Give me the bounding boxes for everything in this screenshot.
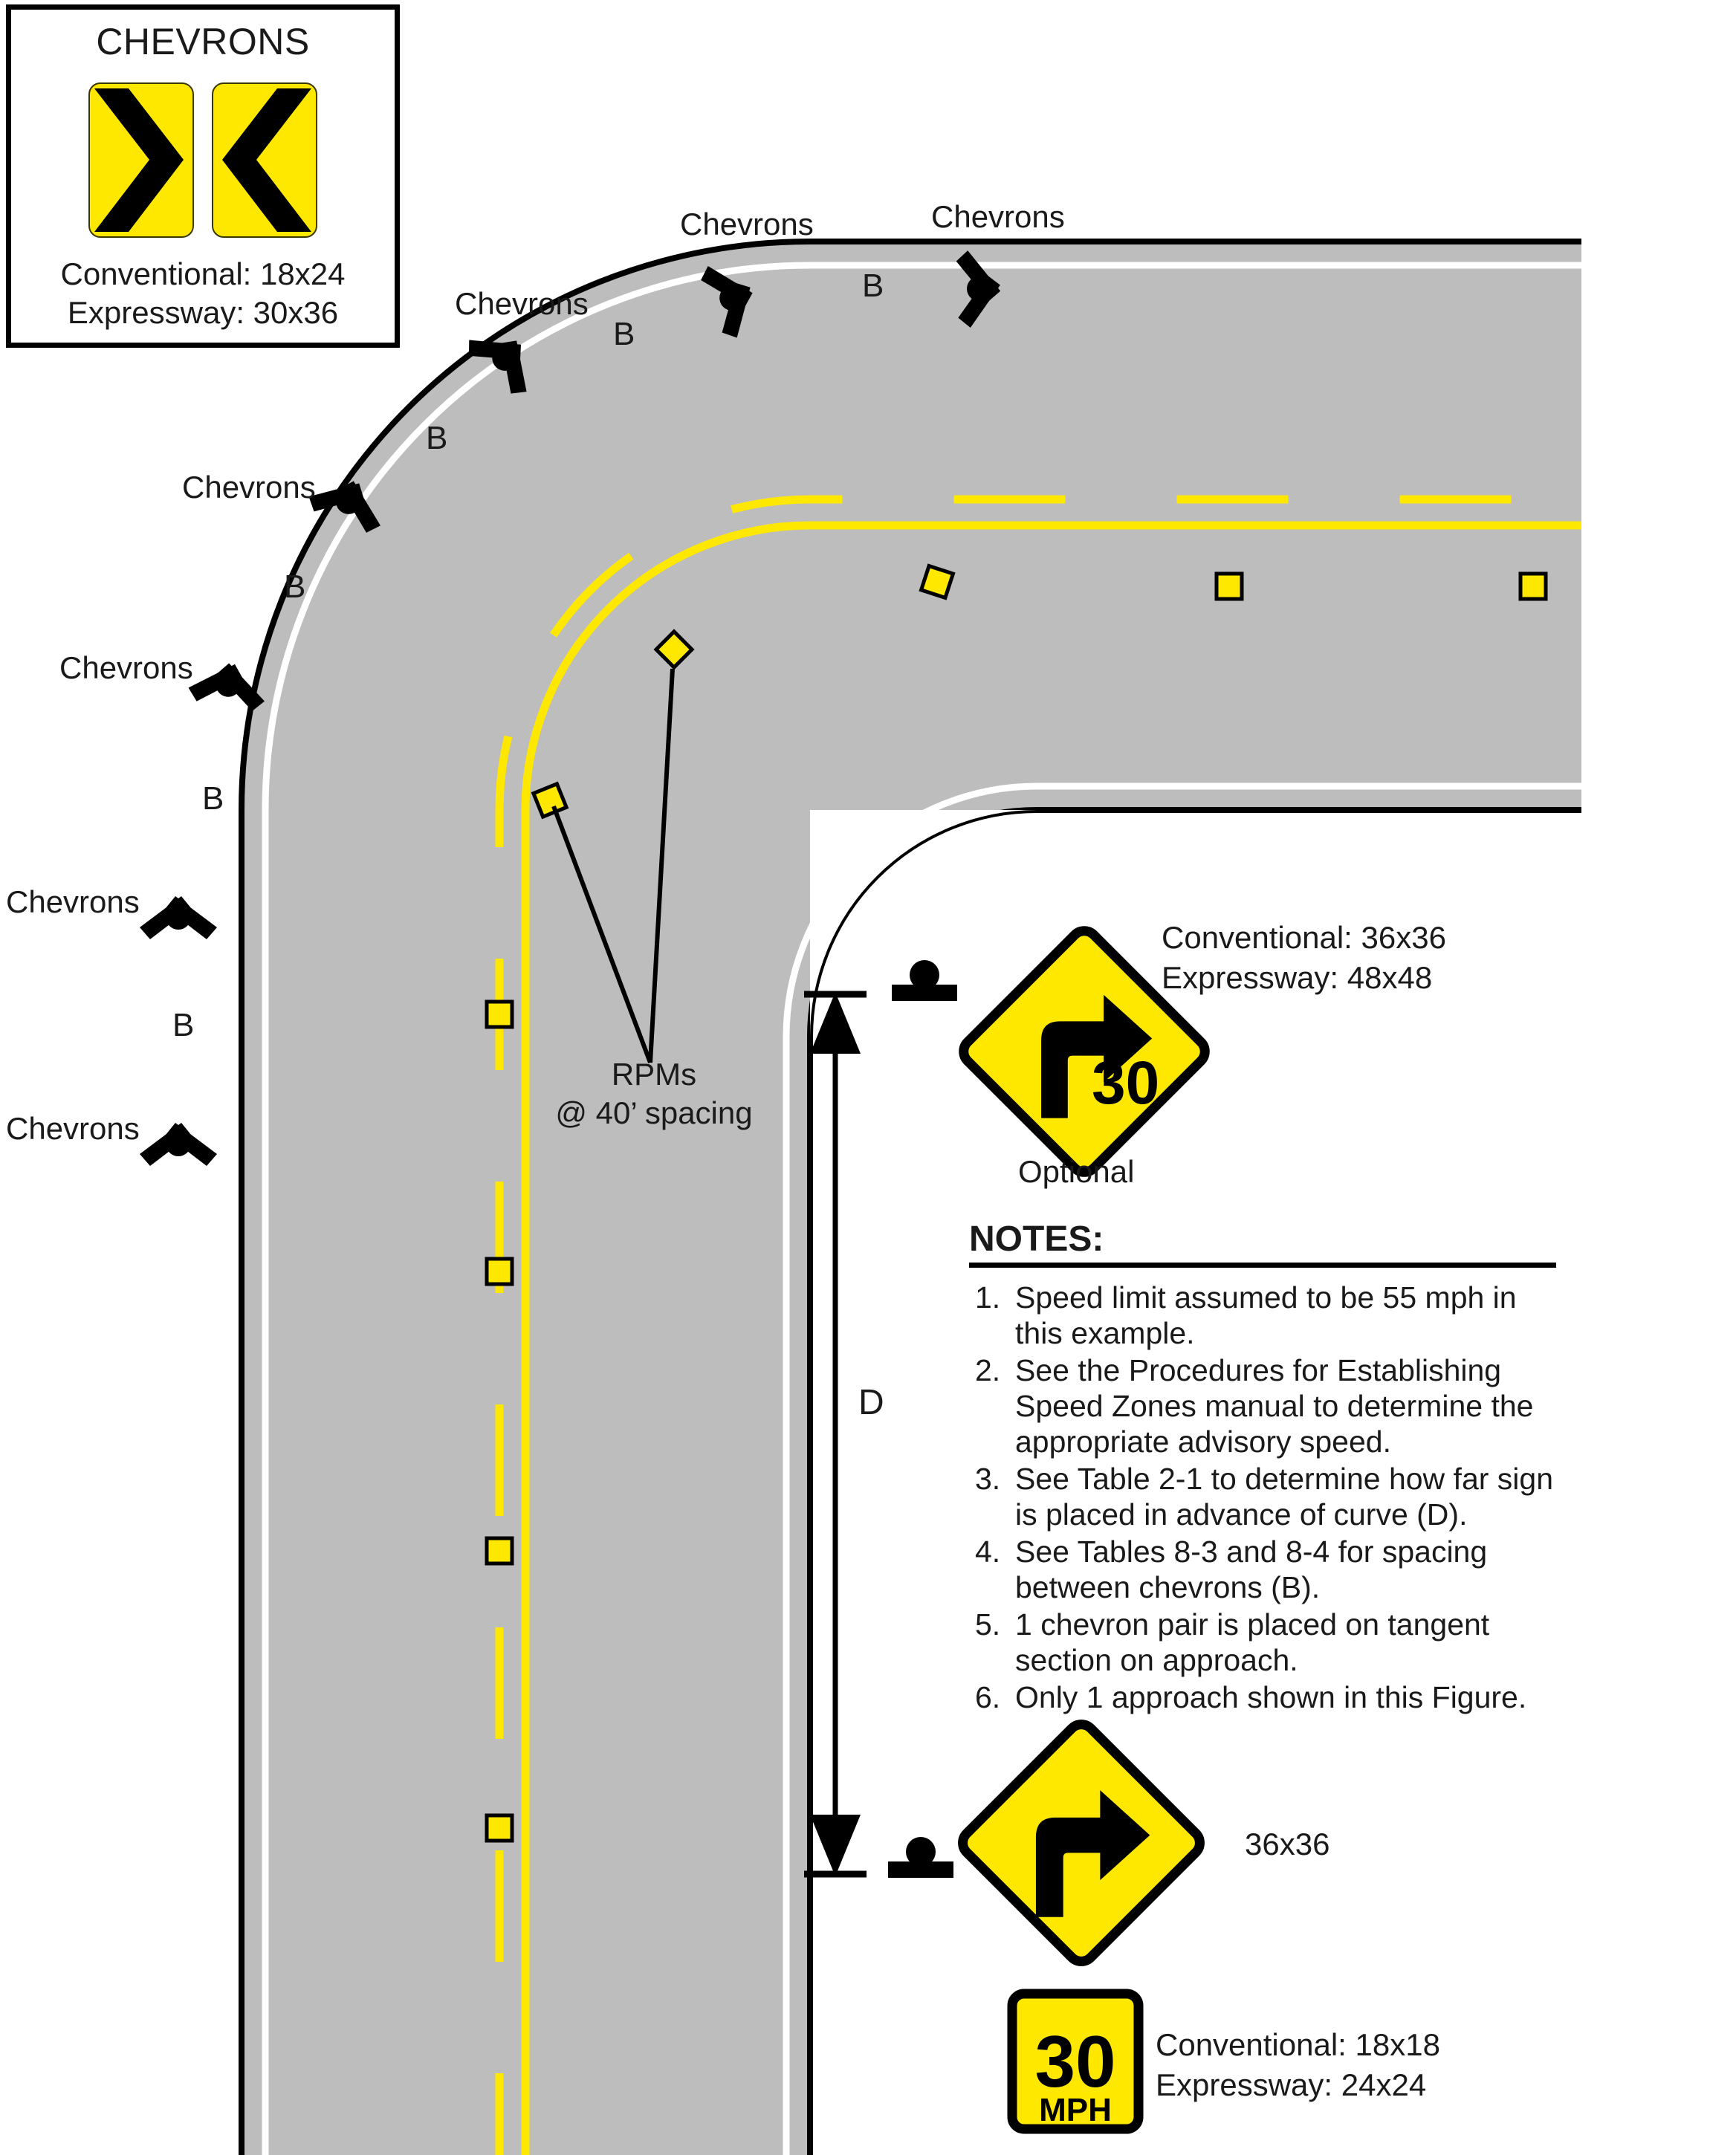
legend-caption: Conventional: 18x24 Expressway: 30x36 (11, 255, 395, 332)
chevron-symbol (188, 663, 265, 711)
legend-sign-pair (11, 82, 395, 238)
b-spacing-label: B (202, 780, 224, 817)
rpm-marker (485, 1257, 514, 1286)
b-spacing-label: B (284, 568, 306, 605)
b-spacing-label: B (613, 316, 635, 352)
advisory-sign-size-note: Conventional: 36x36 Expressway: 48x48 (1162, 918, 1446, 998)
chevron-symbol (140, 1123, 217, 1166)
note-item: 5. 1 chevron pair is placed on tangent s… (969, 1607, 1564, 1678)
note-text: Only 1 approach shown in this Figure. (1015, 1680, 1527, 1714)
rpm-marker (653, 629, 695, 670)
note-number: 4. (975, 1535, 1001, 1569)
note-number: 2. (975, 1353, 1001, 1387)
pavement-surface (242, 242, 1581, 2155)
turn-right-arrow-icon (1035, 1790, 1150, 1917)
centerline-markings (495, 495, 1581, 2155)
rpm-marker (1214, 571, 1244, 601)
chevron-symbol (701, 266, 753, 338)
optional-label: Optional (1018, 1154, 1135, 1189)
note-item: 6. Only 1 approach shown in this Figure. (969, 1679, 1564, 1715)
rpm-marker (485, 999, 514, 1029)
chevron-symbol (140, 896, 217, 939)
b-spacing-label: B (172, 1007, 195, 1043)
advisory-speed-plaque[interactable]: 30 MPH (1007, 1989, 1144, 2134)
notes-list: 1. Speed limit assumed to be 55 mph in t… (969, 1280, 1564, 1715)
note-item: 4. See Tables 8-3 and 8-4 for spacing be… (969, 1534, 1564, 1605)
note-text: Speed limit assumed to be 55 mph in this… (1015, 1280, 1517, 1350)
advisory-warning-sign-top[interactable]: 30 (958, 925, 1210, 1177)
plaque-speed-value: 30 (1034, 2020, 1115, 2102)
white-edge-lines (262, 262, 1581, 2155)
note-number: 5. (975, 1607, 1001, 1642)
rpm-annotation: RPMs @ 40’ spacing (520, 1055, 788, 1132)
chevron-right-plate-icon (88, 82, 194, 238)
chevron-symbol (308, 481, 380, 533)
plaque-plate (1007, 1989, 1144, 2134)
turn-warning-sign-bottom[interactable] (957, 1719, 1205, 1967)
plaque-size-expressway: Expressway: 24x24 (1156, 2067, 1427, 2102)
dimension-label-d: D (858, 1383, 884, 1422)
notes-heading: NOTES: (969, 1219, 1556, 1268)
note-text: See Table 2-1 to determine how far sign … (1015, 1462, 1554, 1532)
rpm-leader-lines (551, 668, 675, 1064)
inner-corner-fill (810, 810, 1037, 1037)
advisory-size-expressway: Expressway: 48x48 (1162, 960, 1433, 995)
chevrons-label: Chevrons (6, 1111, 140, 1146)
note-item: 3. See Table 2-1 to determine how far si… (969, 1461, 1564, 1532)
pavement-edge-outline (239, 239, 1581, 2155)
note-number: 1. (975, 1280, 1001, 1315)
notes-block: NOTES: 1. Speed limit assumed to be 55 m… (969, 1219, 1564, 1717)
rpm-marker (485, 1536, 514, 1566)
turn-right-arrow-icon (1041, 994, 1153, 1118)
legend-caption-expressway: Expressway: 30x36 (67, 295, 339, 330)
legend-box: CHEVRONS Conventional: 18x24 Expressway:… (6, 4, 400, 348)
chevrons-label: Chevrons (680, 207, 814, 242)
note-item: 1. Speed limit assumed to be 55 mph in t… (969, 1280, 1564, 1351)
rpm-annotation-line1: RPMs (611, 1057, 697, 1092)
plaque-size-conventional: Conventional: 18x18 (1156, 2027, 1440, 2062)
chevron-symbol (956, 250, 1001, 328)
chevron-left-plate-icon (212, 82, 317, 238)
legend-title: CHEVRONS (96, 21, 310, 62)
rpm-annotation-line2: @ 40’ spacing (555, 1095, 753, 1130)
chevron-symbol (468, 340, 527, 394)
dimension-arrow-d (804, 991, 867, 1878)
sign-post-symbol-bottom (888, 1837, 953, 1878)
note-text: 1 chevron pair is placed on tangent sect… (1015, 1607, 1490, 1677)
rpm-marker (485, 1813, 514, 1843)
chevron-plan-symbols (140, 250, 1001, 1166)
b-spacing-label: B (862, 268, 884, 304)
advisory-size-conventional: Conventional: 36x36 (1162, 920, 1446, 955)
plaque-size-note: Conventional: 18x18 Expressway: 24x24 (1156, 2025, 1440, 2105)
note-number: 3. (975, 1462, 1001, 1496)
chevrons-label: Chevrons (6, 884, 140, 919)
chevrons-label: Chevrons (455, 286, 589, 321)
plaque-unit-label: MPH (1039, 2092, 1112, 2128)
note-text: See the Procedures for Establishing Spee… (1015, 1353, 1534, 1459)
rpm-marker (1518, 571, 1548, 601)
chevrons-label: Chevrons (931, 199, 1065, 234)
b-spacing-label: B (426, 420, 448, 456)
rpm-markers (485, 563, 1548, 1843)
note-number: 6. (975, 1680, 1001, 1714)
sign-post-symbol-top (892, 960, 957, 1001)
sign-post-plan-symbols (888, 960, 957, 1878)
note-item: 2. See the Procedures for Establishing S… (969, 1352, 1564, 1459)
advisory-speed-value: 30 (1092, 1049, 1159, 1117)
note-text: See Tables 8-3 and 8-4 for spacing betwe… (1015, 1535, 1488, 1604)
rpm-marker (919, 563, 956, 600)
chevrons-label: Chevrons (59, 650, 193, 685)
turn-sign-size-note: 36x36 (1245, 1827, 1330, 1861)
legend-caption-conventional: Conventional: 18x24 (60, 256, 346, 291)
chevrons-label: Chevrons (182, 470, 316, 505)
